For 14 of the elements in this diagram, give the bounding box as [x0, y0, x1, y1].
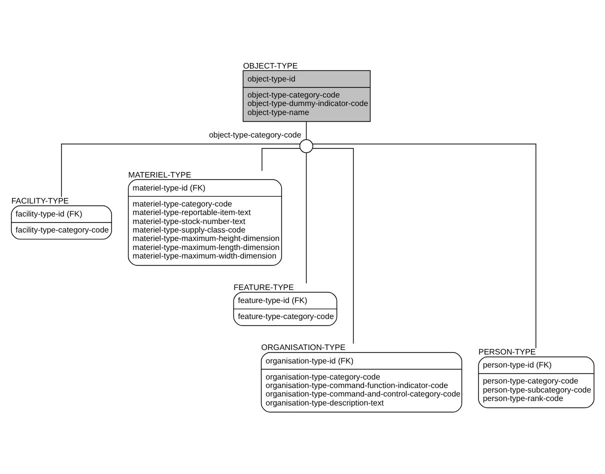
connector [61, 144, 300, 198]
connector [312, 148, 354, 344]
node-label: PERSON-TYPE [478, 348, 536, 357]
node-label: FEATURE-TYPE [234, 282, 294, 292]
node-circle [299, 139, 314, 154]
node-label: MATERIEL-TYPE [128, 170, 192, 180]
node-label: FACILITY-TYPE [11, 196, 69, 206]
connector [306, 152, 307, 284]
connector [306, 121, 307, 140]
node-label: OBJECT-TYPE [243, 61, 298, 70]
node-label: object-type-category-code [208, 130, 302, 140]
connector [262, 148, 300, 172]
node-label: ORGANISATION-TYPE [261, 343, 346, 352]
connector [312, 144, 536, 348]
